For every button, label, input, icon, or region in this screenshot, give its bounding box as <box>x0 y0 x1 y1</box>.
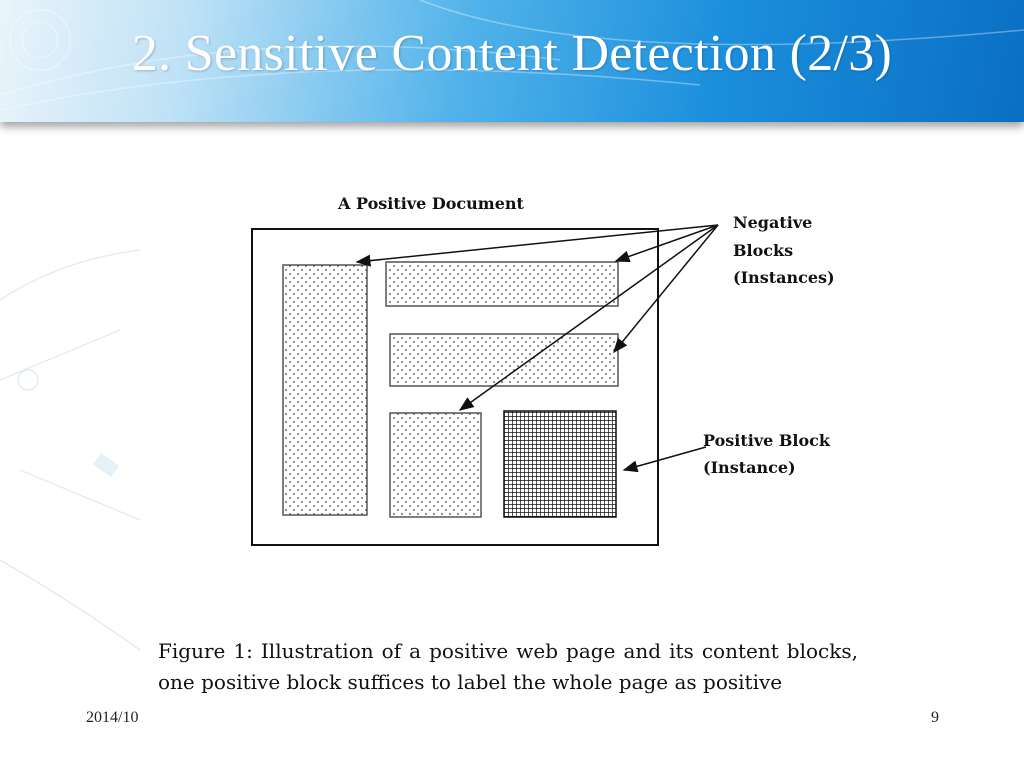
negative-label-line2: Blocks <box>733 241 793 260</box>
arrow-to-positive-block <box>622 446 707 473</box>
figure-caption: Figure 1: Illustration of a positive web… <box>158 639 858 694</box>
arrow-to-top-block <box>614 224 719 263</box>
document-label: A Positive Document <box>337 194 525 213</box>
arrow-to-left-block <box>355 224 719 267</box>
page-number: 9 <box>931 709 939 726</box>
positive-label-line1: Positive Block <box>703 431 831 450</box>
negative-block-left <box>282 264 368 516</box>
slide-header: 2. Sensitive Content Detection (2/3) <box>0 0 1024 122</box>
header-decoration <box>0 0 1024 111</box>
slide-title: 2. Sensitive Content Detection (2/3) <box>131 25 893 82</box>
positive-label-line2: (Instance) <box>703 458 796 477</box>
negative-block-middle <box>389 333 619 387</box>
footer-date: 2014/10 <box>86 709 139 726</box>
positive-block <box>503 410 617 518</box>
negative-block-small <box>389 412 482 518</box>
negative-label-line1: Negative <box>733 213 812 232</box>
figure: A Positive Document Negative Blocks (Ins… <box>146 168 880 728</box>
document-outline <box>251 228 659 546</box>
arrow-to-middle-block <box>613 224 719 354</box>
negative-block-top <box>385 261 619 307</box>
positive-document-diagram: A Positive Document Negative Blocks (Ins… <box>251 194 835 546</box>
arrow-to-small-block <box>458 224 719 411</box>
negative-label-line3: (Instances) <box>733 268 835 287</box>
